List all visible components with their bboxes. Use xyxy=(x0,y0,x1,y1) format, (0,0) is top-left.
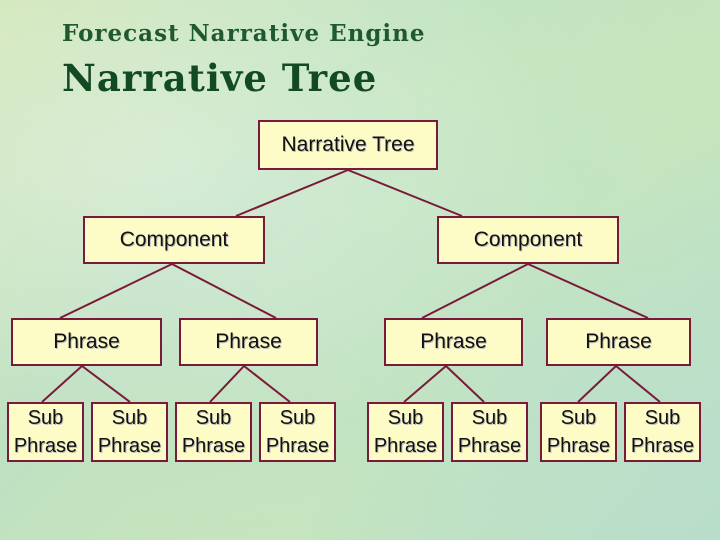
node-subphrase-1: Sub Phrase xyxy=(7,402,84,462)
connector-root-comp1 xyxy=(235,169,349,217)
node-phrase-2: Phrase xyxy=(179,318,318,366)
node-component-1: Component xyxy=(83,216,265,264)
connector-phrase2-sub4 xyxy=(243,365,291,403)
connector-phrase2-sub3 xyxy=(209,365,245,403)
node-subphrase-7: Sub Phrase xyxy=(540,402,617,462)
connector-phrase3-sub5 xyxy=(403,365,447,403)
node-subphrase-5: Sub Phrase xyxy=(367,402,444,462)
connector-comp1-phrase1 xyxy=(59,263,173,319)
node-subphrase-6: Sub Phrase xyxy=(451,402,528,462)
node-subphrase-4: Sub Phrase xyxy=(259,402,336,462)
connector-phrase1-sub1 xyxy=(41,365,83,403)
connector-phrase4-sub8 xyxy=(615,365,661,403)
node-subphrase-3: Sub Phrase xyxy=(175,402,252,462)
connector-phrase4-sub7 xyxy=(577,365,617,403)
connector-comp1-phrase2 xyxy=(171,263,277,319)
connector-phrase3-sub6 xyxy=(445,365,485,403)
slide-subtitle: Forecast Narrative Engine xyxy=(62,20,426,47)
connector-comp2-phrase4 xyxy=(527,263,649,319)
connector-comp2-phrase3 xyxy=(421,263,529,319)
connector-root-comp2 xyxy=(347,169,463,217)
node-component-2: Component xyxy=(437,216,619,264)
connector-phrase1-sub2 xyxy=(81,365,131,403)
node-subphrase-2: Sub Phrase xyxy=(91,402,168,462)
slide-title: Narrative Tree xyxy=(62,56,378,100)
node-phrase-4: Phrase xyxy=(546,318,691,366)
node-phrase-3: Phrase xyxy=(384,318,523,366)
node-root: Narrative Tree xyxy=(258,120,438,170)
node-phrase-1: Phrase xyxy=(11,318,162,366)
node-subphrase-8: Sub Phrase xyxy=(624,402,701,462)
